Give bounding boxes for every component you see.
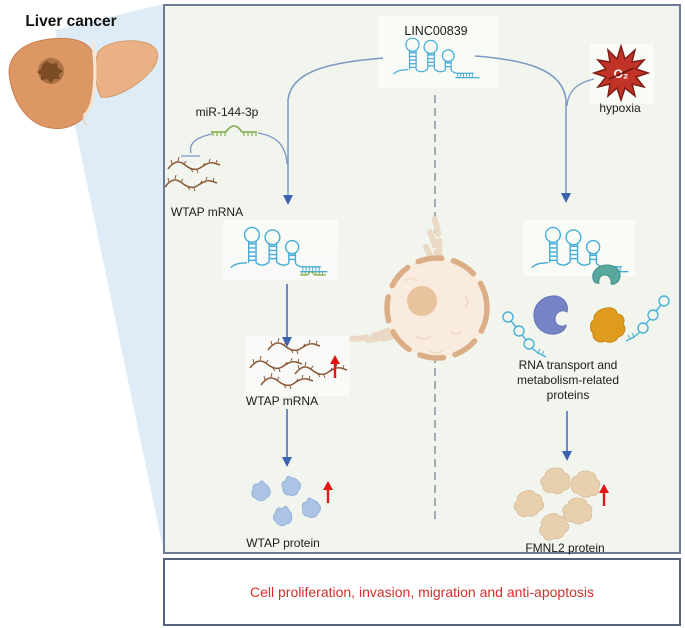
wtap-mrna-mid-label: WTAP mRNA <box>245 394 319 408</box>
tumor-icon <box>37 61 63 83</box>
hypoxia-label: hypoxia <box>599 101 641 115</box>
linc-to-right-arrow <box>474 55 571 203</box>
mir-inhibition-curve <box>189 133 213 154</box>
liver-cancer-label: Liver cancer <box>25 13 117 30</box>
mir-144-3p-icon <box>210 125 258 137</box>
rna-hairpin-icon <box>625 295 670 342</box>
outcome-box: Cell proliferation, invasion, migration … <box>163 558 681 626</box>
outcome-text: Cell proliferation, invasion, migration … <box>250 584 594 600</box>
bound-mirna-icon <box>300 271 326 276</box>
liver-illustration <box>8 37 158 129</box>
mir-144-3p-label: miR-144-3p <box>195 105 259 119</box>
wtap-mrna-icon <box>165 174 218 192</box>
liver-right-lobe <box>95 40 158 98</box>
purple-protein-icon <box>533 295 568 335</box>
mir-to-complex-connector <box>257 132 288 165</box>
rna-transport-label: RNA transport and metabolism-related pro… <box>516 358 620 402</box>
mechanism-diagram: O₂ <box>165 16 670 545</box>
wtap-mrna-top-label: WTAP mRNA <box>170 205 244 219</box>
nucleus-icon <box>384 255 490 361</box>
orange-protein-icon <box>590 307 626 343</box>
falciform-ligament <box>82 41 97 118</box>
mechanism-panel: O₂ <box>163 4 681 555</box>
nucleolus-icon <box>407 286 437 316</box>
o2-strike <box>608 67 635 80</box>
fmnl2-protein-icon <box>510 466 605 545</box>
teal-protein-icon <box>592 264 621 285</box>
wtap-protein-icon <box>250 473 322 530</box>
linc00839-label: LINC00839 <box>404 24 468 38</box>
wtap-mrna-icon <box>167 156 221 174</box>
linc-to-left-arrow <box>283 57 384 205</box>
wtap-protein-label: WTAP protein <box>246 536 320 550</box>
hypoxia-connector <box>566 78 595 107</box>
projection-beam <box>55 4 164 553</box>
gallbladder-duct <box>82 115 88 126</box>
hypoxia-icon: O₂ <box>591 43 651 103</box>
fmnl2-protein-label: FMNL2 protein <box>525 541 605 555</box>
